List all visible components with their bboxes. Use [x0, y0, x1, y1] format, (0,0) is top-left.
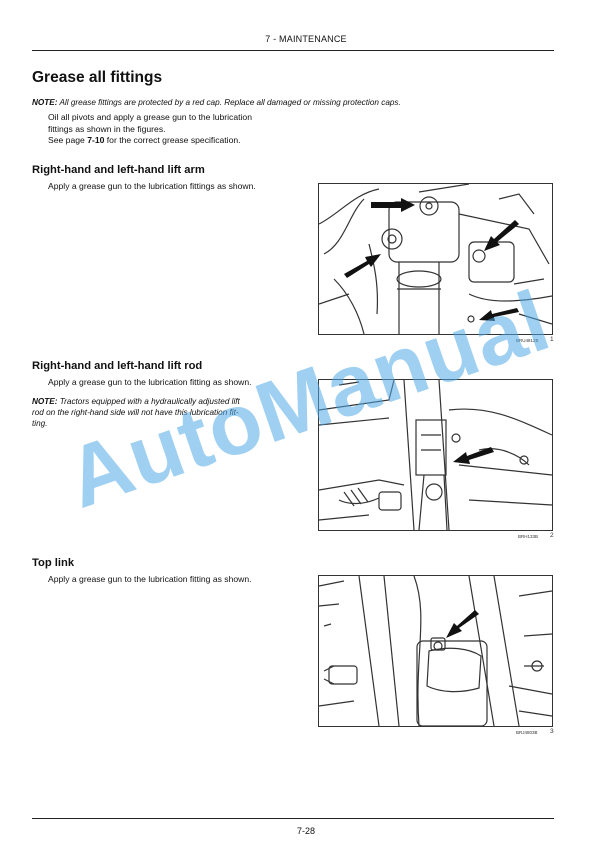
figure-3-number: 3 [550, 728, 554, 735]
lift-rod-note-label: NOTE: [32, 397, 58, 406]
note-text: All grease fittings are protected by a r… [59, 98, 401, 107]
lift-rod-note-text-1: Tractors equipped with a hydraulically a… [59, 397, 240, 406]
intro-line-3-post: for the correct grease specification. [104, 135, 241, 145]
intro-line-3-pre: See page [48, 135, 88, 145]
lift-rod-note-line-2: rod on the right-hand side will not have… [32, 408, 239, 417]
figure-3-code: BRJ4803B [516, 730, 538, 735]
top-link-text: Apply a grease gun to the lubrication fi… [48, 574, 252, 584]
lift-rod-note-line-3: ting. [32, 419, 48, 428]
heading-top-link: Top link [32, 557, 75, 569]
figure-2-code: BRH133B [518, 534, 539, 539]
lift-rod-note: NOTE: Tractors equipped with a hydraulic… [32, 396, 240, 429]
figure-top-link [318, 575, 553, 727]
figure-lift-arm [318, 183, 553, 335]
lift-rod-text: Apply a grease gun to the lubrication fi… [48, 377, 252, 387]
header-rule [32, 50, 554, 51]
intro-line-2: fittings as shown in the figures. [48, 123, 166, 134]
page-title: Grease all fittings [32, 69, 163, 86]
figure-lift-rod [318, 379, 553, 531]
lift-rod-illustration [319, 380, 552, 530]
lift-arm-text: Apply a grease gun to the lubrication fi… [48, 181, 256, 191]
lift-rod-note-line-1: NOTE: Tractors equipped with a hydraulic… [32, 396, 240, 407]
grease-cap-note: NOTE: All grease fittings are protected … [32, 97, 401, 108]
intro-paragraph: Oil all pivots and apply a grease gun to… [48, 112, 252, 147]
top-link-illustration [319, 576, 552, 726]
heading-lift-rod: Right-hand and left-hand lift rod [32, 360, 203, 372]
intro-line-1: Oil all pivots and apply a grease gun to… [48, 112, 252, 122]
heading-lift-arm: Right-hand and left-hand lift arm [32, 164, 205, 176]
footer-rule [32, 818, 554, 819]
note-label: NOTE: [32, 98, 58, 107]
section-header: 7 - MAINTENANCE [265, 34, 347, 44]
figure-2-number: 2 [550, 532, 554, 539]
figure-1-code: BRU4812B [516, 338, 539, 343]
figure-1-number: 1 [550, 336, 554, 343]
page-reference-link[interactable]: 7-10 [87, 135, 105, 145]
intro-line-3: See page 7-10 for the correct grease spe… [48, 135, 252, 147]
page-number: 7-28 [296, 826, 315, 836]
lift-arm-illustration [319, 184, 552, 334]
